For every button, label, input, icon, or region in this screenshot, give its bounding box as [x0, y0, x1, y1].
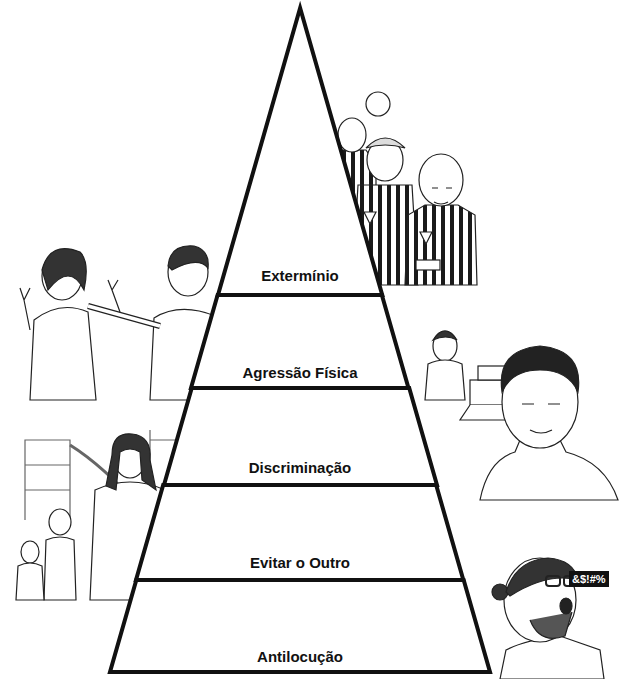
- band-shape: [191, 295, 408, 388]
- discrimination-illustration: [425, 331, 618, 500]
- antilocution-band: Antilocução: [110, 580, 490, 672]
- band-outline: [218, 8, 382, 295]
- extermination-band: Extermínio: [218, 8, 382, 295]
- speech-tag: &$!#%: [569, 571, 609, 587]
- level-label: Extermínio: [218, 267, 382, 285]
- assault-illustration: [20, 246, 222, 400]
- physical-attack-band: Agressão Física: [191, 295, 408, 388]
- band-shape: [218, 8, 382, 295]
- avoidance-band: Evitar o Outro: [136, 485, 463, 580]
- level-label: Antilocução: [110, 648, 490, 666]
- band-shape: [110, 580, 490, 672]
- discrimination-band: Discriminação: [164, 388, 437, 485]
- band-shape: [136, 485, 463, 580]
- level-label: Agressão Física: [191, 364, 408, 382]
- level-label: Discriminação: [164, 459, 437, 477]
- band-shape: [164, 388, 437, 485]
- level-label: Evitar o Outro: [136, 554, 463, 572]
